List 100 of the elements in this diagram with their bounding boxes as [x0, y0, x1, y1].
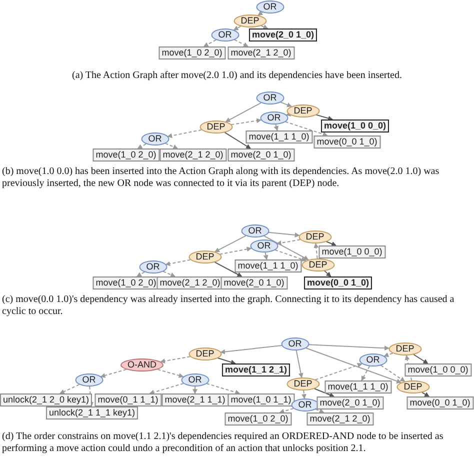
action-box: move(2_1 2_0): [160, 148, 226, 162]
ordered-and-node: O-AND: [120, 358, 164, 372]
dashed-arrow: [274, 249, 306, 262]
figure-caption: (a) The Action Graph after move(2.0 1.0) and its dependencies have been inserted.: [71, 70, 403, 82]
action-box: move(1_0 2_0): [92, 276, 160, 290]
dashed-arrow: [162, 270, 176, 278]
dep-node: DEP: [188, 348, 222, 360]
dashed-arrow: [59, 384, 80, 394]
dashed-arrow: [160, 356, 191, 364]
dashed-arrow: [233, 26, 242, 31]
arrow: [214, 235, 246, 252]
dashed-arrow: [136, 272, 145, 277]
arrow: [217, 358, 236, 365]
action-box: move(2_1 2_0): [228, 46, 294, 60]
dashed-arrow: [314, 362, 362, 380]
action-box: move(0_0 1_0): [304, 276, 372, 290]
dashed-arrow: [203, 39, 216, 47]
dashed-arrow: [284, 121, 328, 136]
action-box: move(1_0 0_0): [404, 364, 472, 376]
dashed-arrow: [260, 24, 268, 30]
dashed-arrow: [361, 366, 370, 382]
arrow: [314, 388, 334, 398]
or-node: OR: [211, 28, 239, 42]
dashed-arrow: [149, 382, 184, 395]
or-node: OR: [260, 112, 288, 124]
arrow: [220, 344, 282, 354]
dashed-arrow: [165, 259, 191, 266]
arrow: [224, 132, 252, 149]
dep-node: DEP: [234, 14, 266, 28]
or-node: OR: [75, 374, 103, 386]
action-box: move(2_1 1_1): [162, 394, 228, 406]
action-box: move(2_0 1_0): [316, 396, 384, 410]
dashed-arrow: [314, 242, 319, 259]
dashed-arrow: [263, 252, 268, 260]
arrow: [305, 347, 402, 384]
action-box: unlock(2_1 2_0 key1): [0, 394, 92, 406]
action-box: move(2_0 1_0): [228, 148, 294, 162]
dashed-arrow: [192, 386, 198, 394]
arrow: [280, 102, 292, 108]
figure-caption: (c) move(0.0 1.0)'s dependency was already inserted into the graph. Connecting it to its dependency has caused a cyclic to occur.: [2, 294, 456, 318]
action-box: move(1_1 1_0): [234, 260, 302, 272]
action-box: move(0_0 1_0): [406, 396, 474, 410]
dashed-arrow: [301, 390, 306, 400]
action-box: move(2_1 2_0): [156, 276, 224, 290]
action-box: move(0_0 1_0): [314, 136, 380, 148]
action-box: move(1_1 2_1): [222, 364, 290, 376]
or-node: OR: [256, 92, 284, 104]
dep-node: DEP: [302, 258, 334, 272]
dashed-arrow: [157, 368, 184, 378]
or-node: OR: [181, 374, 209, 386]
arrow: [422, 392, 430, 397]
arrow: [326, 241, 337, 246]
dashed-arrow: [164, 142, 178, 150]
action-box: move(1_0 2_0): [224, 412, 292, 426]
dashed-arrow: [100, 368, 127, 378]
action-box: move(2_1 2_0): [306, 412, 374, 426]
dep-node: DEP: [188, 250, 222, 264]
action-box: move(1_0 0_0): [318, 246, 386, 258]
dep-node: DEP: [286, 378, 320, 390]
dashed-arrow: [230, 118, 262, 126]
figure-caption: (b) move(1.0 0.0) has been inserted into the Action Graph along with its dependencies. As move(2.0 1.0) was previously inserted, the new OR node was connected to it via its parent (DEP) node.: [2, 166, 440, 190]
action-box: move(1_0 2_0): [158, 46, 226, 60]
dashed-arrow: [167, 129, 202, 138]
arrow: [296, 350, 304, 378]
action-box: move(2_0 1_0): [248, 28, 318, 42]
dashed-arrow: [274, 124, 279, 132]
figure-caption: (d) The order constrains on move(1.1 2.1)'s dependencies required an ORDERED-AND node to be inserted as performing a move action could undo a precondition of an action that unlocks position 2.1.: [2, 431, 444, 455]
arrow: [316, 114, 334, 121]
or-node: OR: [359, 354, 387, 366]
action-box: move(2_0 1_0): [220, 276, 288, 290]
action-box: move(1_0 1_1): [228, 394, 294, 406]
arrow: [225, 102, 262, 122]
action-box: move(1_0 2_0): [92, 148, 160, 162]
dashed-arrow: [315, 408, 324, 414]
arrow: [264, 235, 309, 260]
dep-node: DEP: [200, 120, 232, 134]
dashed-arrow: [384, 352, 394, 358]
or-node: OR: [281, 338, 309, 350]
or-node: OR: [241, 224, 269, 238]
dashed-arrow: [279, 408, 294, 414]
dep-node: DEP: [286, 104, 320, 118]
dep-node: DEP: [388, 342, 422, 356]
arrow: [308, 344, 390, 351]
dashed-arrow: [234, 39, 249, 47]
dashed-arrow: [137, 143, 147, 149]
dashed-arrow: [380, 364, 406, 382]
or-node: OR: [250, 240, 278, 252]
or-node: OR: [141, 132, 169, 146]
dep-node: DEP: [298, 230, 332, 244]
arrow: [258, 10, 264, 16]
action-box: move(0_1 1_1): [94, 394, 162, 406]
arrow: [324, 270, 332, 277]
or-node: OR: [256, 0, 284, 14]
dep-node: DEP: [396, 380, 430, 394]
dashed-arrow: [206, 383, 240, 395]
or-node: OR: [139, 260, 167, 274]
arrow: [268, 232, 300, 238]
action-box: move(1_0 0_0): [320, 120, 390, 132]
dashed-arrow: [219, 246, 252, 255]
action-box: unlock(2_1 1_1 key1): [46, 406, 138, 420]
